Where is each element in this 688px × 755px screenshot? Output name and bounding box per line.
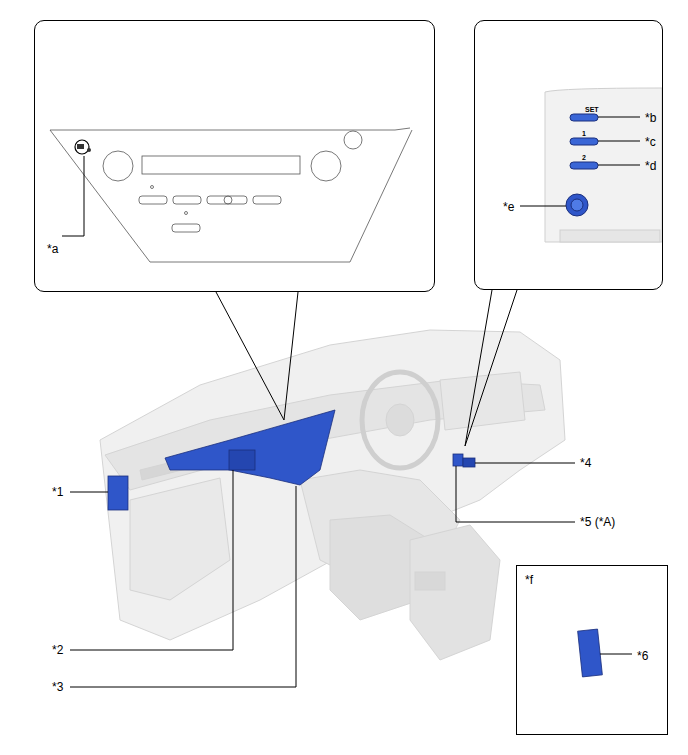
callout-letter: *b: [645, 111, 656, 125]
inset-frame: SET 1 2 *b *c *d *e: [474, 20, 663, 290]
button-label: 2: [582, 154, 586, 162]
callout-number: *5 (*A): [580, 515, 615, 529]
callout-letter: *a: [47, 242, 58, 256]
callout-number: *3: [52, 680, 63, 694]
callout-letter: *d: [645, 159, 656, 173]
callout-number: *4: [580, 456, 591, 470]
component-parts: [108, 410, 602, 677]
car-interior: [100, 330, 565, 660]
memory-switch-panel: [545, 88, 662, 242]
callout-letter: *c: [645, 135, 656, 149]
leader-lines: [62, 117, 640, 687]
callout-letter: *6: [637, 649, 648, 663]
callout-number: *1: [52, 485, 63, 499]
callout-number: *2: [52, 643, 63, 657]
button-label: 1: [582, 130, 586, 138]
button-label: SET: [585, 106, 599, 114]
audio-panel: [50, 128, 412, 262]
callout-letter: *e: [503, 200, 514, 214]
inset-frame: *f *6: [516, 565, 668, 735]
callout-letter: *f: [525, 573, 533, 587]
inset-frame: *a: [34, 20, 435, 292]
